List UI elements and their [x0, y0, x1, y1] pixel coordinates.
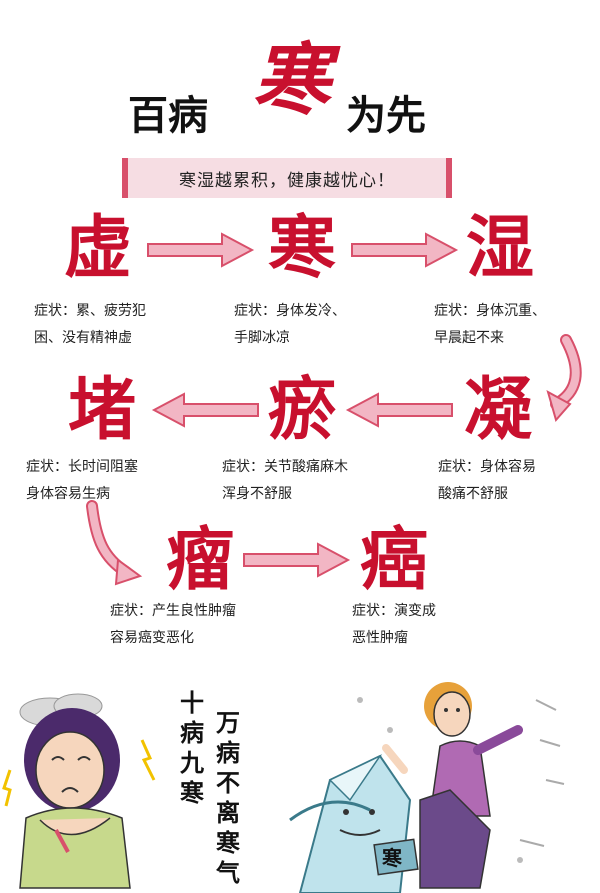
symptom-line: 症状：关节酸痛麻木: [222, 459, 348, 475]
stage-char-xu: 虚: [63, 208, 132, 288]
slogan-shi-bing-jiu-han: 十病九寒: [180, 688, 204, 807]
sick-woman-illustration: [2, 693, 156, 889]
symptom-line: 早晨起不来: [434, 330, 504, 346]
title-part-2: 为先: [346, 92, 426, 139]
subtitle-banner: 寒湿越累积，健康越忧心！: [122, 158, 452, 198]
arrow-curve-down-icon: [546, 334, 582, 423]
symptom-line: 手脚冰凉: [234, 330, 290, 346]
symptom-shi: 症状：身体沉重、 早晨起不来: [434, 298, 546, 352]
cold-woman-illustration: [289, 682, 565, 893]
arrow-curve-down-icon: [86, 500, 143, 586]
arrow-left-icon: [345, 392, 453, 428]
symptom-ning: 症状：身体容易 酸痛不舒服: [438, 454, 536, 508]
arrow-right-icon: [147, 232, 255, 268]
stage-char-du: 堵: [67, 370, 136, 450]
symptom-liu: 症状：产生良性肿瘤 容易癌变恶化: [110, 598, 236, 652]
symptom-ai: 症状：演变成 恶性肿瘤: [352, 598, 436, 652]
symptom-line: 症状：长时间阻塞: [26, 459, 138, 475]
arrow-left-icon: [151, 392, 259, 428]
stage-char-han: 寒: [267, 208, 336, 288]
symptom-line: 恶性肿瘤: [352, 630, 408, 646]
arrow-right-icon: [351, 232, 459, 268]
symptom-line: 浑身不舒服: [222, 486, 292, 502]
slogan-wan-bing-bu-li-han-qi: 万病不离寒气: [216, 708, 240, 887]
stage-char-ning: 凝: [463, 370, 532, 450]
stage-char-yu: 瘀: [267, 370, 336, 450]
symptom-han: 症状：身体发冷、 手脚冰凉: [234, 298, 346, 352]
symptom-yu: 症状：关节酸痛麻木 浑身不舒服: [222, 454, 348, 508]
symptom-line: 酸痛不舒服: [438, 486, 508, 502]
stage-char-ai: 癌: [359, 520, 428, 600]
title-part-1: 百病: [128, 92, 208, 139]
symptom-line: 症状：身体发冷、: [234, 303, 346, 319]
stage-char-shi: 湿: [465, 208, 534, 288]
symptom-line: 容易癌变恶化: [110, 630, 194, 646]
symptom-xu: 症状：累、疲劳犯 困、没有精神虚: [34, 298, 146, 352]
subtitle-text: 寒湿越累积，健康越忧心！: [179, 170, 395, 191]
symptom-line: 症状：演变成: [352, 603, 436, 619]
symptom-line: 症状：累、疲劳犯: [34, 303, 146, 319]
ice-block-label: 寒: [382, 846, 402, 870]
symptom-du: 症状：长时间阻塞 身体容易生病: [26, 454, 138, 508]
symptom-line: 症状：身体沉重、: [434, 303, 546, 319]
stage-char-liu: 瘤: [165, 520, 234, 600]
symptom-line: 症状：产生良性肿瘤: [110, 603, 236, 619]
symptom-line: 症状：身体容易: [438, 459, 536, 475]
arrow-right-icon: [243, 542, 351, 578]
symptom-line: 困、没有精神虚: [34, 330, 132, 346]
symptom-line: 身体容易生病: [26, 486, 110, 502]
title-highlight-char: 寒: [252, 35, 331, 126]
